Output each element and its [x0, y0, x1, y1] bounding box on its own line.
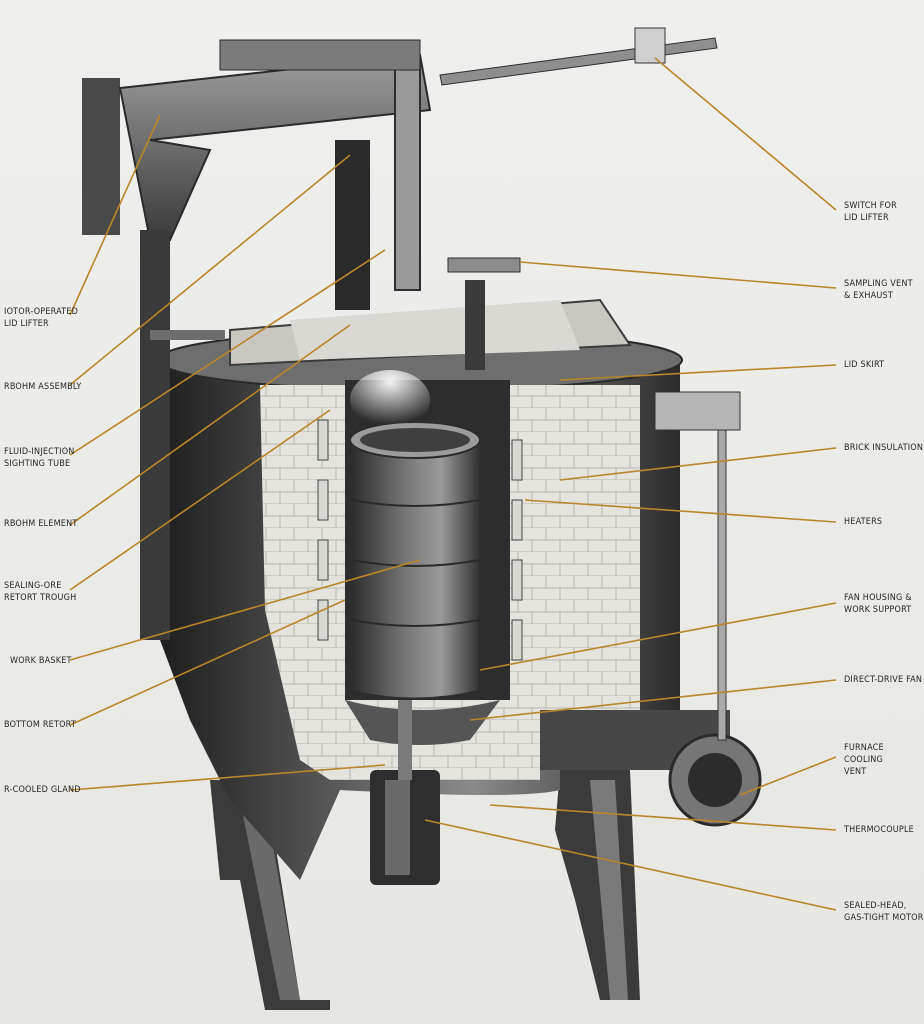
label-switch-lid-lifter: SWITCH FOR LID LIFTER [844, 201, 897, 223]
label-thermocouple: THERMOCOUPLE [844, 825, 914, 835]
label-motor-lid-lifter: IOTOR-OPERATED LID LIFTER [4, 307, 79, 329]
label-thermocouple-assembly: RBOHM ASSEMBLY [4, 382, 82, 392]
leader-lines [69, 57, 837, 911]
leader-brick-insulation [559, 447, 837, 481]
label-element: RBOHM ELEMENT [4, 519, 78, 529]
work-basket-drawing [349, 370, 481, 698]
leader-sampling-vent [519, 261, 837, 289]
leader-heaters [524, 499, 837, 523]
leader-bottom-retort [69, 599, 346, 726]
label-fan-housing: FAN HOUSING & WORK SUPPORT [844, 593, 912, 615]
leader-fluid-injection [69, 249, 386, 456]
leader-work-basket [69, 559, 421, 661]
label-sampling-vent: SAMPLING VENT & EXHAUST [844, 279, 913, 301]
label-cooled-gland: R-COOLED GLAND [4, 785, 81, 795]
heaters-drawing [317, 419, 523, 661]
thermocouple-drawing [654, 391, 741, 741]
gas-tight-motor-drawing [370, 700, 440, 885]
leader-cooled-gland [69, 764, 386, 791]
label-sealed-head-motor: SEALED-HEAD, GAS-TIGHT MOTOR [844, 901, 924, 923]
lid-lifter-frame [82, 27, 718, 640]
label-lid-skirt: LID SKIRT [844, 360, 885, 370]
leader-thermocouple [489, 804, 837, 831]
cooling-vent-drawing [540, 710, 762, 827]
leader-furnace-cooling-vent [739, 756, 837, 796]
leader-switch-lid-lifter [654, 57, 837, 211]
leader-element [69, 324, 351, 526]
label-bottom-retort: BOTTOM RETORT [4, 720, 76, 730]
leader-fan-housing [479, 602, 837, 671]
bottom-retort-drawing [345, 700, 500, 745]
leader-sealed-head-motor [424, 819, 837, 911]
leader-sealing-ore [69, 409, 331, 591]
label-sealing-ore: SEALING-ORE RETORT TROUGH [4, 581, 77, 603]
label-direct-drive-fan: DIRECT-DRIVE FAN [844, 675, 923, 685]
leader-motor-lid-lifter [69, 114, 161, 316]
label-work-basket: WORK BASKET [10, 656, 72, 666]
leader-direct-drive-fan [469, 679, 837, 721]
leader-lid-skirt [559, 364, 837, 381]
label-furnace-cooling-vent: FURNACE COOLING VENT [844, 743, 884, 777]
label-fluid-injection: FLUID-INJECTION SIGHTING TUBE [4, 447, 75, 469]
left-leg [210, 780, 330, 1010]
right-leg [555, 770, 640, 1000]
label-heaters: HEATERS [844, 517, 883, 527]
furnace-lid [229, 257, 632, 370]
leader-thermocouple-assembly [69, 154, 351, 386]
label-brick-insulation: BRICK INSULATION [844, 443, 924, 453]
